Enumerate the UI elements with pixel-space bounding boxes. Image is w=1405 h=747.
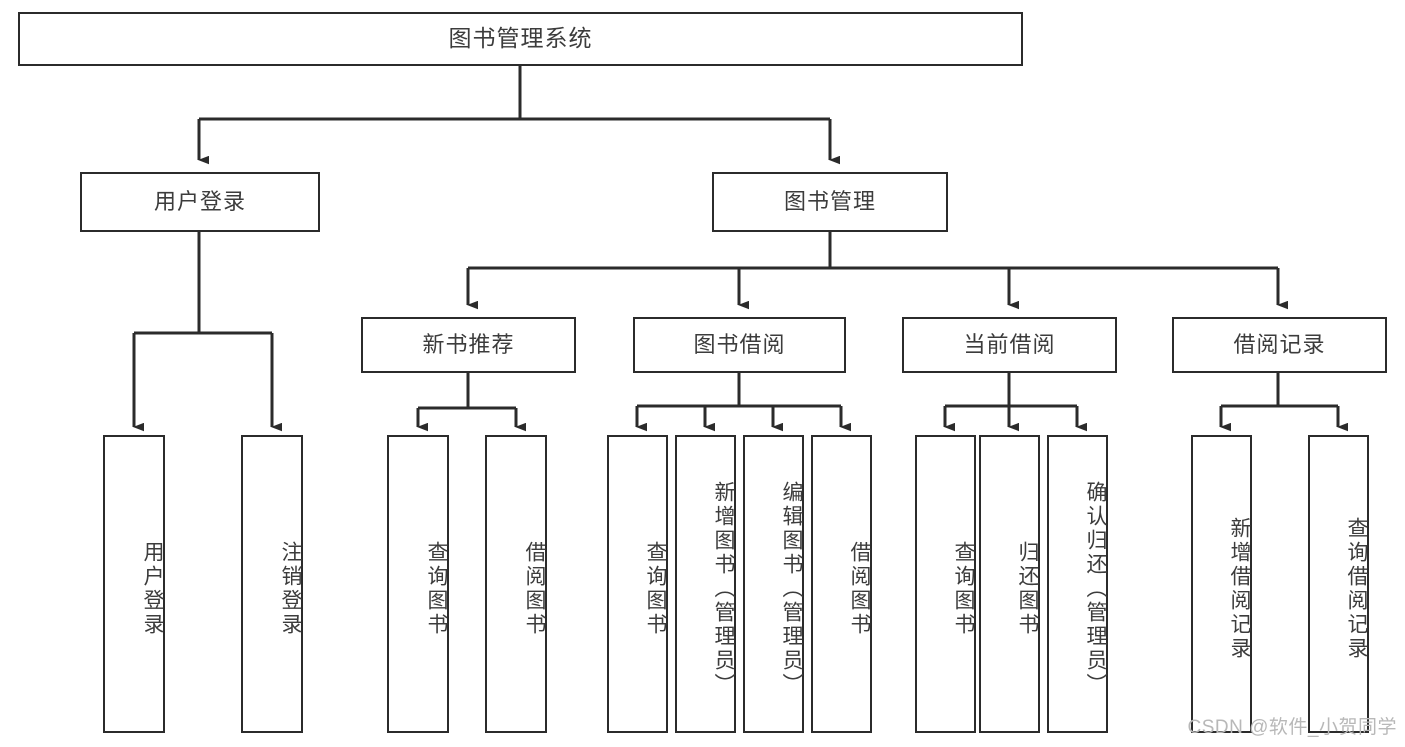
node-label: 新增借阅记录	[1228, 517, 1251, 661]
watermark: CSDN @软件_小贺同学	[1187, 717, 1397, 738]
node-root-system[interactable]: 图书管理系统	[18, 12, 1023, 66]
leaf-current-query-book[interactable]: 查询图书	[915, 435, 976, 733]
node-label: 新书推荐	[422, 331, 515, 357]
node-label: 编辑图书（管理员）	[780, 481, 803, 697]
leaf-records-add-record[interactable]: 新增借阅记录	[1191, 435, 1252, 733]
leaf-recommend-borrow-book[interactable]: 借阅图书	[485, 435, 547, 733]
node-label: 确认归还（管理员）	[1084, 481, 1107, 697]
node-label: 查询图书	[644, 541, 667, 637]
leaf-current-return-book[interactable]: 归还图书	[979, 435, 1040, 733]
node-label: 查询图书	[425, 541, 448, 637]
node-label: 新增图书（管理员）	[712, 481, 735, 697]
node-label: 借阅图书	[523, 541, 546, 637]
node-label: 用户登录	[141, 541, 164, 637]
node-label: 图书管理	[783, 188, 876, 214]
leaf-borrow-query-book[interactable]: 查询图书	[607, 435, 668, 733]
node-label: 当前借阅	[963, 331, 1056, 357]
node-book-borrow[interactable]: 图书借阅	[633, 317, 846, 373]
node-label: 借阅图书	[848, 541, 871, 637]
leaf-user-login-signin[interactable]: 用户登录	[103, 435, 165, 733]
leaf-records-query-record[interactable]: 查询借阅记录	[1308, 435, 1369, 733]
node-label: 借阅记录	[1233, 331, 1326, 357]
node-label: 图书管理系统	[448, 25, 593, 52]
node-borrow-records[interactable]: 借阅记录	[1172, 317, 1387, 373]
node-label: 归还图书	[1016, 541, 1039, 637]
node-current-borrow[interactable]: 当前借阅	[902, 317, 1117, 373]
node-label: 查询借阅记录	[1345, 517, 1368, 661]
leaf-borrow-edit-book-admin[interactable]: 编辑图书（管理员）	[743, 435, 804, 733]
node-user-login[interactable]: 用户登录	[80, 172, 320, 232]
node-new-book-recommend[interactable]: 新书推荐	[361, 317, 576, 373]
node-label: 注销登录	[279, 541, 302, 637]
node-label: 图书借阅	[693, 331, 786, 357]
node-book-management[interactable]: 图书管理	[712, 172, 948, 232]
leaf-borrow-borrow-book[interactable]: 借阅图书	[811, 435, 872, 733]
leaf-user-login-signout[interactable]: 注销登录	[241, 435, 303, 733]
node-label: 查询图书	[952, 541, 975, 637]
leaf-recommend-query-book[interactable]: 查询图书	[387, 435, 449, 733]
leaf-current-confirm-return-admin[interactable]: 确认归还（管理员）	[1047, 435, 1108, 733]
node-label: 用户登录	[153, 188, 246, 214]
leaf-borrow-add-book-admin[interactable]: 新增图书（管理员）	[675, 435, 736, 733]
